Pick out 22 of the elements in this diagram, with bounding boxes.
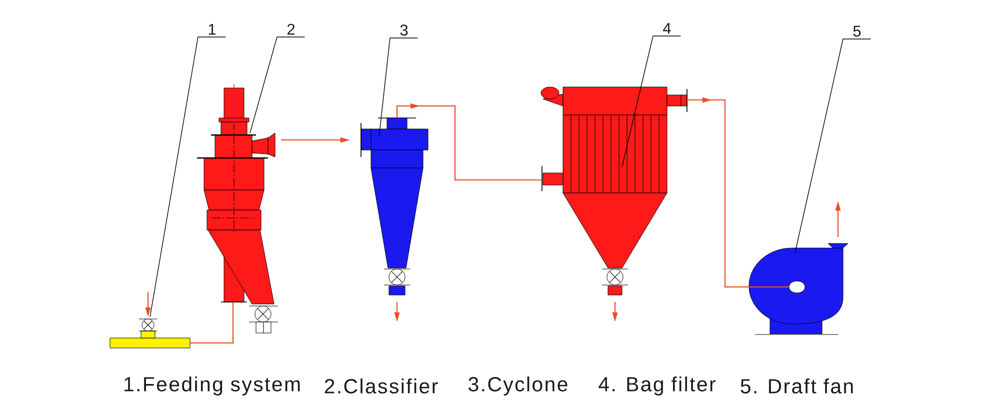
classifier-drawing <box>197 84 278 334</box>
cyclone-drawing <box>360 118 428 296</box>
callout-number: 1 <box>208 24 216 35</box>
feeder-drawing <box>110 318 190 348</box>
leader-line <box>622 36 682 168</box>
fan-drawing <box>748 243 848 335</box>
bag-filter-drawing <box>540 86 688 296</box>
callout-number: 3 <box>400 24 408 36</box>
leader-line <box>378 38 418 138</box>
leader-line <box>794 38 872 254</box>
callout-number: 5 <box>853 26 861 37</box>
flow-arrow <box>396 103 542 181</box>
part-name: 5. Draft fan <box>740 378 853 394</box>
part-name: 3.Cyclone <box>468 376 568 396</box>
flow-arrow <box>688 97 789 288</box>
callout-number: 4 <box>663 22 671 34</box>
part-name: 4. Bag filter <box>598 376 716 396</box>
part-name: 2.Classifier <box>324 378 438 394</box>
callout-number: 2 <box>287 24 295 35</box>
part-name: 1.Feeding system <box>124 376 300 396</box>
pipe-line <box>190 302 234 344</box>
leader-line <box>250 36 306 134</box>
